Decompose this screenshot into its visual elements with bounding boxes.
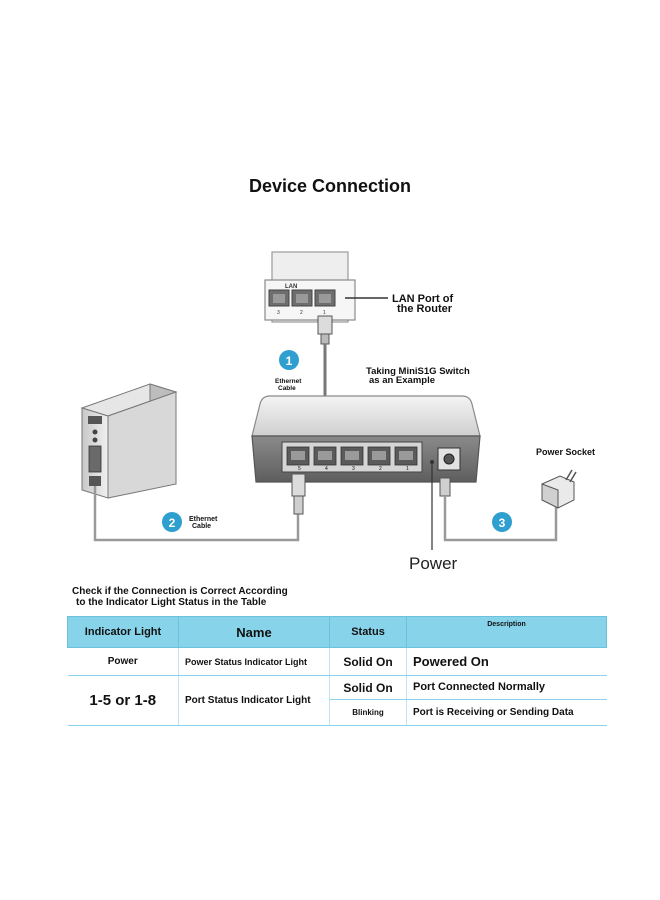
check-line-2: to the Indicator Light Status in the Tab… (76, 596, 267, 608)
cell-name: Power Status Indicator Light (178, 647, 330, 676)
lan-port-label-1: LAN Port of (392, 293, 453, 305)
power-led (430, 460, 434, 464)
table-row: Blinking Port is Receiving or Sending Da… (68, 699, 607, 726)
pc-tower-icon (80, 383, 178, 499)
header-description: Description (406, 616, 607, 648)
cell-description: Port is Receiving or Sending Data (406, 699, 607, 726)
cable-2-label-a: Ethernet (189, 516, 218, 523)
cell-status: Solid On (329, 647, 407, 676)
svg-text:3: 3 (499, 516, 506, 530)
switch-caption-1: Taking MiniS1G Switch (366, 366, 470, 377)
cell-description: Powered On (406, 647, 607, 676)
step-1-badge: 1 (279, 350, 299, 370)
power-adapter-icon (541, 469, 577, 509)
cell-name: Port Status Indicator Light (178, 675, 330, 726)
indicator-status-table: Indicator Light Name Status Description … (67, 616, 607, 726)
switch-port-number: 5 (298, 466, 301, 472)
cell-status: Solid On (329, 675, 407, 700)
switch-port-number: 4 (325, 466, 328, 472)
table-row: Power Power Status Indicator Light Solid… (67, 647, 607, 676)
router-port-label: LAN (285, 284, 297, 290)
header-indicator: Indicator Light (67, 616, 179, 648)
connection-diagram: LAN 3 2 1 LAN Port of the Router 1 Ether… (80, 251, 595, 573)
cell-indicator: Power (67, 647, 179, 676)
switch-port-number: 2 (379, 466, 382, 472)
check-instructions: Check if the Connection is Correct Accor… (72, 586, 288, 608)
cell-description: Port Connected Normally (406, 675, 607, 700)
router-port-number: 1 (323, 310, 326, 316)
ethernet-cable-2 (93, 473, 306, 542)
svg-text:2: 2 (169, 516, 176, 530)
cable-1-label-a: Ethernet (275, 378, 302, 385)
power-label: Power (409, 554, 458, 573)
router-port-number: 2 (300, 310, 303, 316)
router-port-number: 3 (277, 310, 280, 316)
svg-text:1: 1 (286, 354, 293, 368)
cable-1-label-b: Cable (278, 385, 296, 392)
header-name: Name (178, 616, 330, 648)
switch-caption-2: as an Example (369, 375, 435, 386)
switch-icon: 5 4 3 2 1 (251, 395, 481, 483)
cell-status: Blinking (329, 699, 407, 726)
cell-indicator: 1-5 or 1-8 (67, 675, 179, 726)
power-cable (439, 477, 558, 542)
check-line-1: Check if the Connection is Correct Accor… (72, 586, 288, 597)
switch-port-number: 3 (352, 466, 355, 472)
router-icon: LAN 3 2 1 (264, 251, 356, 323)
table-header-row: Indicator Light Name Status Description (67, 616, 607, 648)
switch-port-number: 1 (406, 466, 409, 472)
power-socket-label: Power Socket (536, 447, 595, 457)
table-row: 1-5 or 1-8 Port Status Indicator Light S… (67, 675, 607, 726)
step-2-badge: 2 (162, 512, 182, 532)
cable-2-label-b: Cable (192, 523, 211, 530)
header-status: Status (329, 616, 407, 648)
lan-port-label-2: the Router (397, 303, 453, 315)
page-title: Device Connection (248, 176, 412, 196)
step-3-badge: 3 (492, 512, 512, 532)
